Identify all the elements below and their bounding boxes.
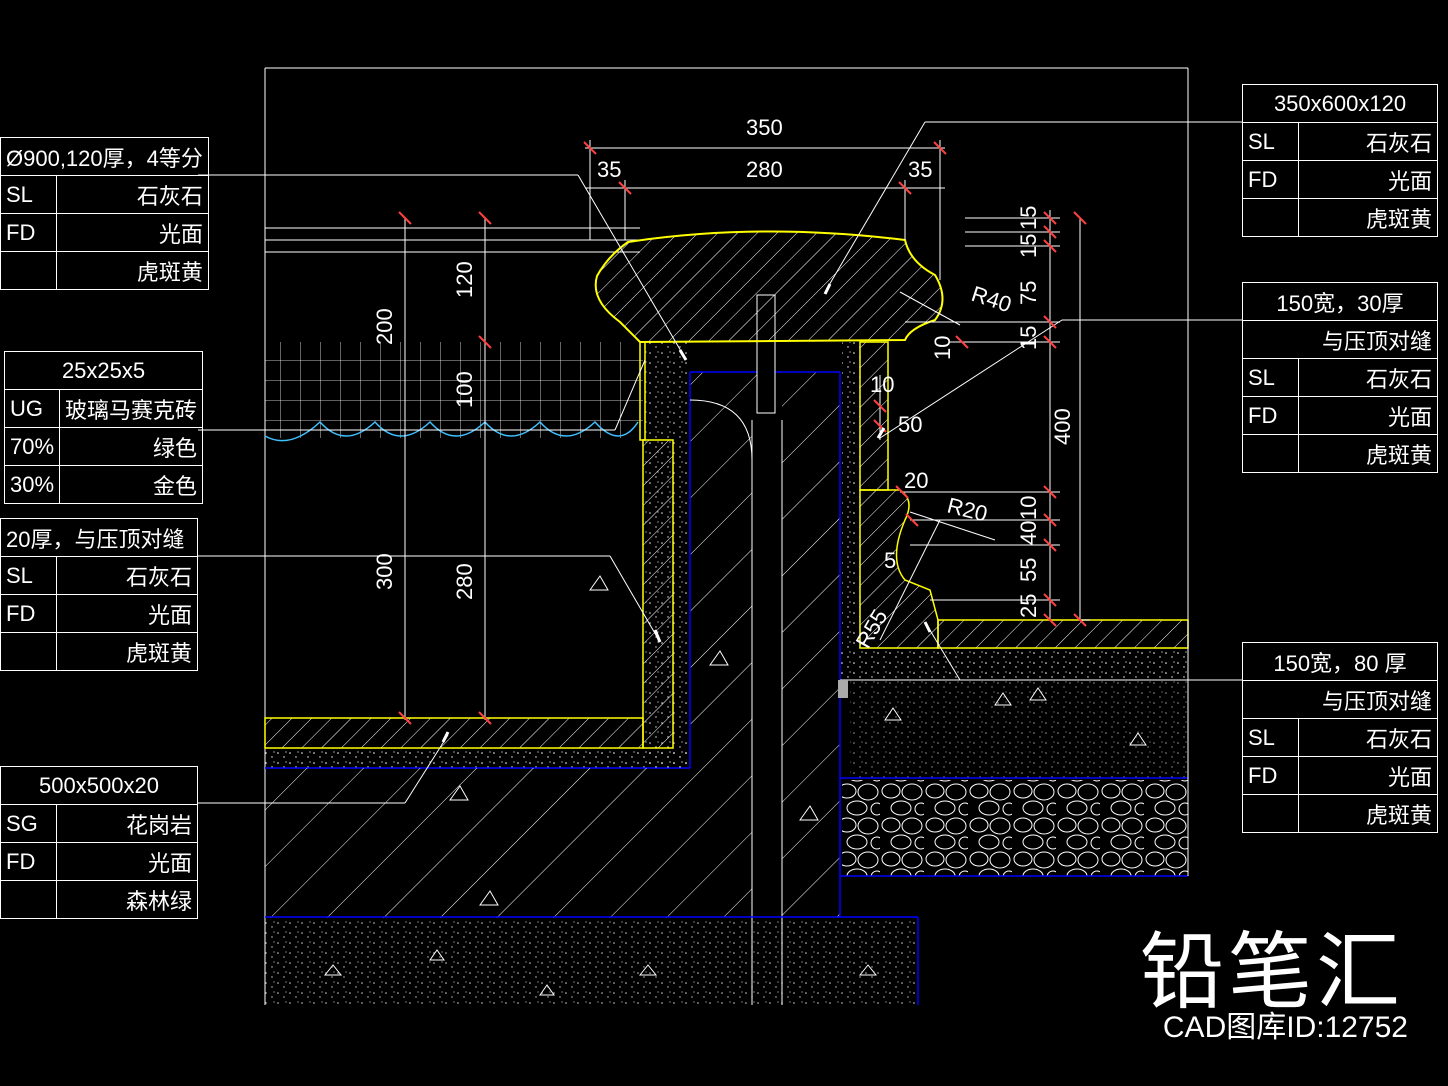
dim-100: 100 <box>452 371 477 408</box>
note-code: UG <box>3 389 61 428</box>
dim-400: 400 <box>1050 408 1075 445</box>
note-code <box>1242 794 1299 833</box>
note-value: 石灰石 <box>1298 358 1438 397</box>
note-code: SL <box>1242 122 1299 161</box>
pool-floor <box>264 717 690 769</box>
note-code: 30% <box>3 465 61 504</box>
note-code: SL <box>0 175 57 214</box>
note-head: 150宽，30厚 <box>1242 282 1438 321</box>
note-value: 虎斑黄 <box>56 251 209 290</box>
brand-id: CAD图库ID:12752 <box>1162 1011 1408 1044</box>
dim-120: 120 <box>452 261 477 298</box>
note-value: 玻璃马赛克砖 <box>59 389 204 428</box>
coping-stone <box>594 230 944 441</box>
note-head: 500x500x20 <box>0 766 198 805</box>
dim-55: 55 <box>1016 558 1041 582</box>
note-value: 虎斑黄 <box>56 632 198 671</box>
dim-300: 300 <box>372 553 397 590</box>
note-code: SL <box>0 556 57 595</box>
note-code: FD <box>0 213 57 252</box>
dim-10-a: 10 <box>930 336 955 360</box>
dim-50: 50 <box>898 412 922 437</box>
dim-25: 25 <box>1016 594 1041 618</box>
note-code: FD <box>1242 396 1299 435</box>
note-value: 虎斑黄 <box>1298 434 1438 473</box>
outer-face-cladding <box>842 341 939 649</box>
dim-15-c: 15 <box>1016 326 1041 350</box>
mosaic-tile-layer <box>264 227 643 442</box>
note-value: 光面 <box>1298 160 1438 199</box>
note-head: 25x25x5 <box>3 351 204 390</box>
dim-40: 40 <box>1016 521 1041 545</box>
note-value: 石灰石 <box>1298 718 1438 757</box>
dim-280-vertical: 280 <box>452 563 477 600</box>
radius-20: R20 <box>945 493 990 527</box>
note-code <box>0 251 57 290</box>
note-value: 虎斑黄 <box>1298 794 1438 833</box>
note-code: FD <box>0 842 57 881</box>
dim-35-left: 35 <box>597 157 621 182</box>
leader-marks <box>441 283 932 743</box>
foundation <box>265 575 919 1005</box>
note-value: 虎斑黄 <box>1298 198 1438 237</box>
note-head: Ø900,120厚，4等分 <box>0 137 209 176</box>
note-sub: 与压顶对缝 <box>1242 320 1438 359</box>
note-code <box>1242 198 1299 237</box>
note-value: 石灰石 <box>1298 122 1438 161</box>
note-code: SL <box>1242 358 1299 397</box>
dim-10-b: 10 <box>870 372 894 397</box>
dim-20: 20 <box>904 468 928 493</box>
note-code <box>0 632 57 671</box>
note-head: 20厚，与压顶对缝 <box>0 518 198 557</box>
dim-75: 75 <box>1016 281 1041 305</box>
dimension-ticks <box>398 141 1087 725</box>
note-value: 花岗岩 <box>56 804 198 843</box>
note-head: 350x600x120 <box>1242 84 1438 123</box>
wall-cladding <box>642 342 690 768</box>
dim-15-b: 15 <box>1016 234 1041 258</box>
note-value: 石灰石 <box>56 175 209 214</box>
concrete-wall <box>689 294 841 1005</box>
note-value: 石灰石 <box>56 556 198 595</box>
note-value: 金色 <box>59 465 204 504</box>
note-code: FD <box>1242 756 1299 795</box>
dimension-labels: 350 35 280 35 200 120 100 300 280 15 15 … <box>372 115 1075 653</box>
dim-35-right: 35 <box>908 157 932 182</box>
dim-5: 5 <box>884 548 896 573</box>
radius-40: R40 <box>968 281 1014 317</box>
note-value: 光面 <box>56 213 209 252</box>
dim-10-c: 10 <box>1016 496 1041 520</box>
note-value: 森林绿 <box>56 880 198 919</box>
note-code: SG <box>0 804 57 843</box>
note-code <box>1242 434 1299 473</box>
note-value: 光面 <box>1298 396 1438 435</box>
note-code: FD <box>1242 160 1299 199</box>
note-code <box>0 880 57 919</box>
brand-logo: 铅笔汇 <box>1139 923 1404 1021</box>
note-value: 绿色 <box>59 427 204 466</box>
note-sub: 与压顶对缝 <box>1242 680 1438 719</box>
note-value: 光面 <box>56 594 198 633</box>
note-value: 光面 <box>1298 756 1438 795</box>
note-code: FD <box>0 594 57 633</box>
dimension-lines <box>404 140 1090 720</box>
note-value: 光面 <box>56 842 198 881</box>
dim-15-a: 15 <box>1016 206 1041 230</box>
note-head: 150宽，80 厚 <box>1242 642 1438 681</box>
dim-280-top: 280 <box>746 157 783 182</box>
note-leaders <box>198 121 1242 804</box>
dim-200: 200 <box>372 308 397 345</box>
outer-paving <box>838 619 1189 877</box>
note-code: SL <box>1242 718 1299 757</box>
dim-350: 350 <box>746 115 783 140</box>
note-code: 70% <box>3 427 61 466</box>
